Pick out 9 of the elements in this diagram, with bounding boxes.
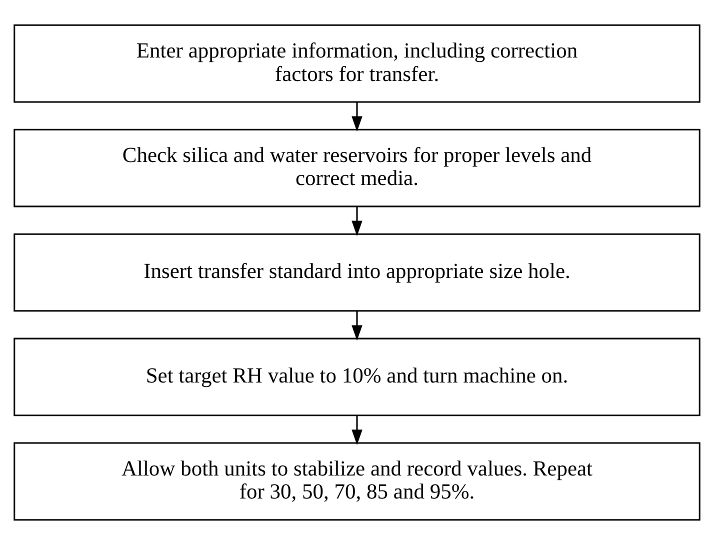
node-box: Allow both units to stabilize and record values. Repeat for 30, 50, 70, 85 and 95%. <box>14 442 700 520</box>
arrow <box>352 206 362 236</box>
arrow <box>352 310 362 340</box>
node-box: Enter appropriate information, including correction factors for transfer. <box>14 24 700 102</box>
node-box: Set target RH value to 10% and turn machine on. <box>14 337 700 416</box>
node-box: Insert transfer standard into appropriate size hole. <box>14 232 700 312</box>
arrow <box>352 102 362 132</box>
node-box: Check silica and water reservoirs for proper levels and correct media. <box>14 128 700 207</box>
arrow <box>352 415 362 445</box>
